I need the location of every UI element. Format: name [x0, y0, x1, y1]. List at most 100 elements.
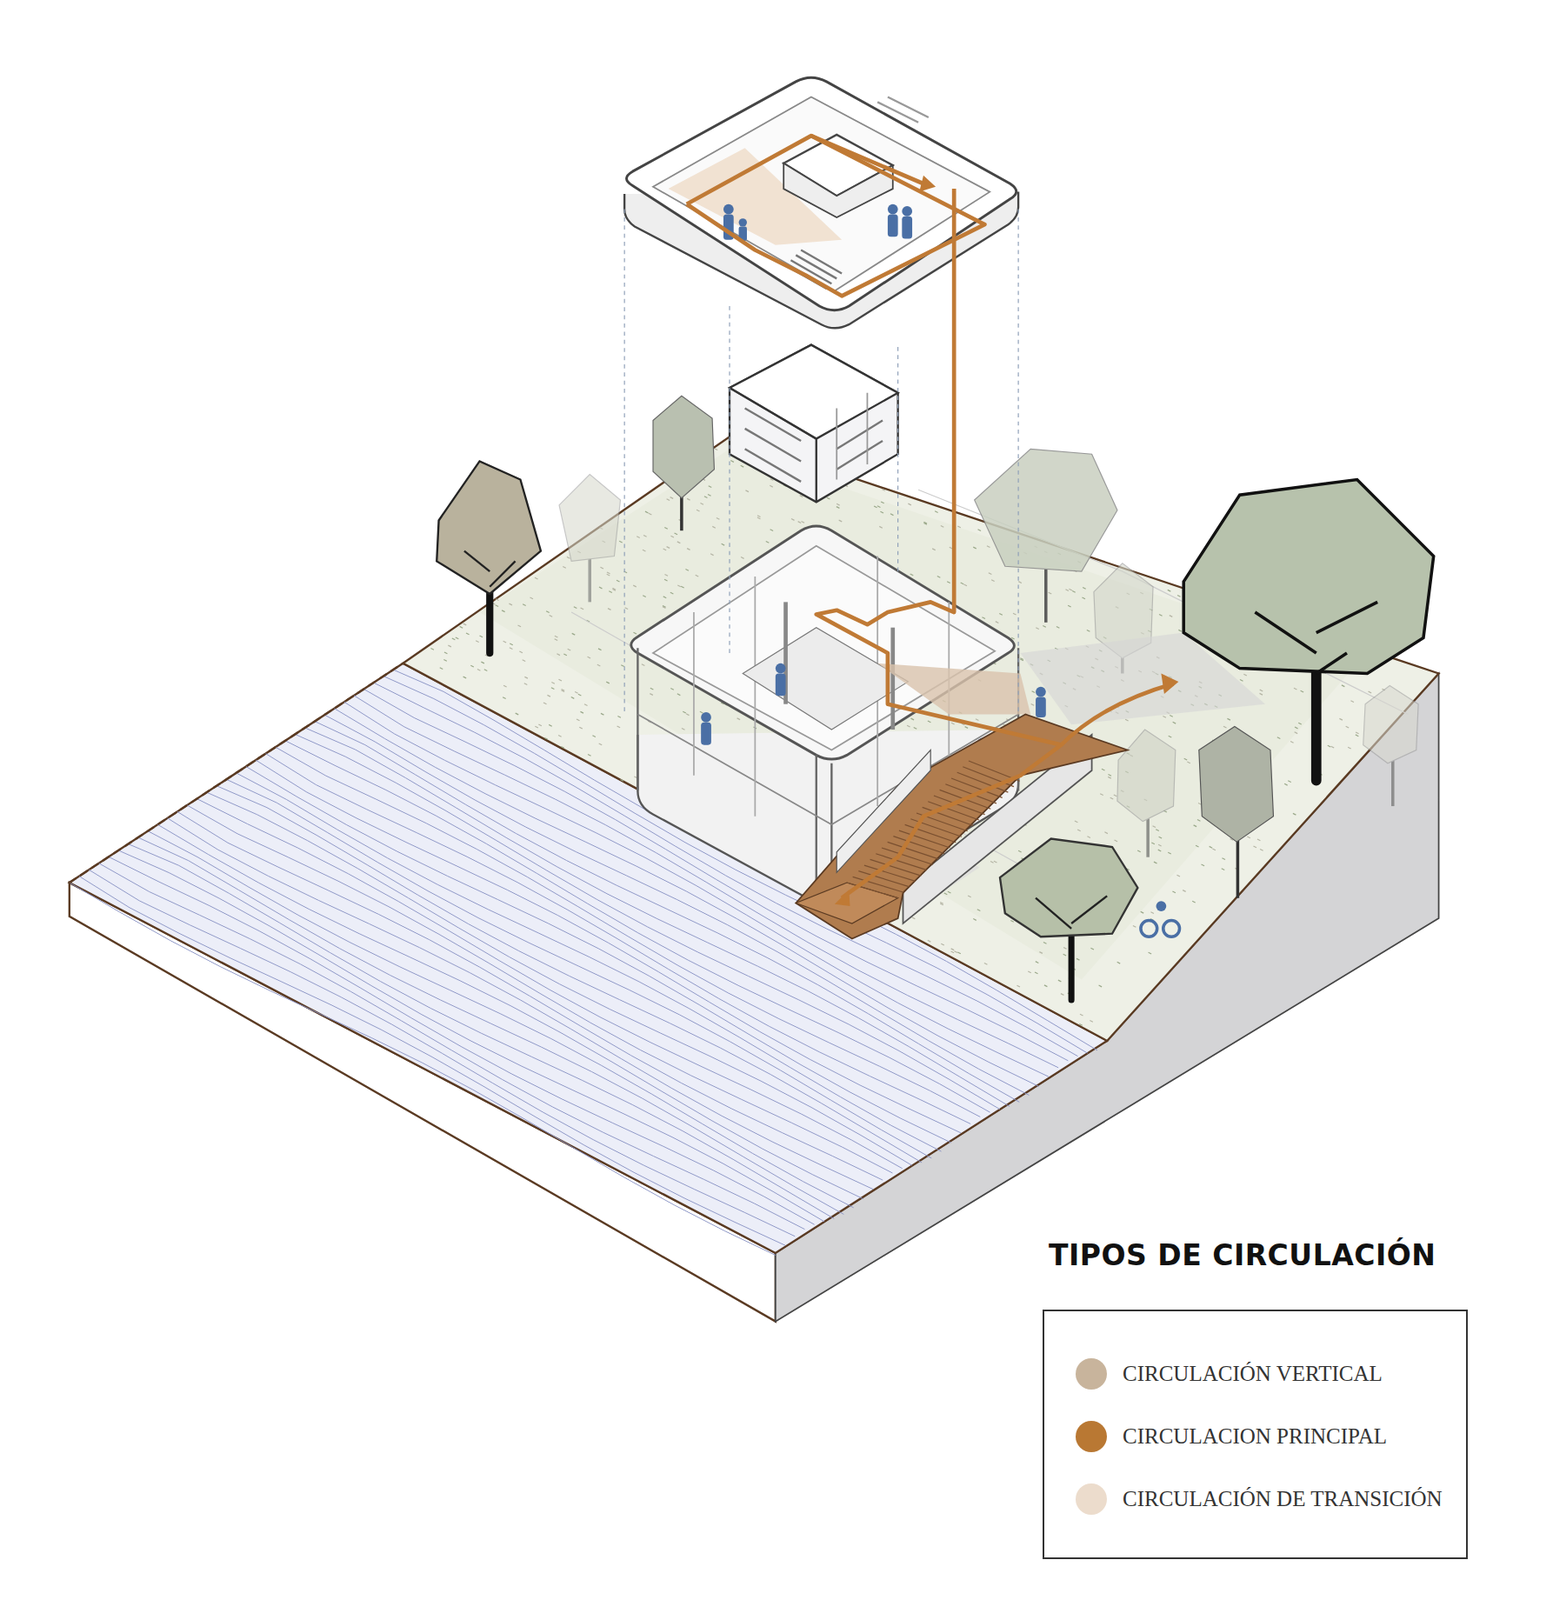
ground-speck — [881, 488, 886, 491]
ground-speck — [475, 640, 480, 643]
ground-speck — [444, 652, 448, 654]
ground-speck — [1158, 849, 1162, 852]
ground-speck — [607, 608, 612, 611]
ground-speck — [1148, 952, 1153, 954]
ground-speck — [674, 533, 679, 535]
ground-speck — [879, 511, 884, 514]
ground-speck — [664, 579, 668, 581]
ground-speck — [967, 895, 972, 898]
ground-speck — [466, 633, 470, 635]
ground-speck — [633, 632, 637, 634]
ground-speck — [1290, 741, 1294, 744]
ground-speck — [798, 521, 802, 524]
ground-speck — [1195, 845, 1200, 847]
ground-speck — [463, 676, 467, 679]
ground-speck — [503, 640, 507, 643]
ground-speck — [649, 693, 654, 696]
ground-speck — [696, 509, 700, 512]
ground-speck — [613, 587, 617, 590]
ground-speck — [1284, 783, 1288, 786]
ground-speck — [1293, 813, 1297, 815]
ground-speck — [606, 681, 610, 684]
ground-speck — [986, 546, 991, 548]
ground-speck — [677, 585, 681, 587]
ground-speck — [1186, 761, 1191, 764]
tree — [1199, 726, 1274, 899]
ground-speck — [599, 566, 604, 569]
ground-speck — [1162, 715, 1167, 718]
ground-speck — [579, 711, 584, 714]
ground-speck — [1346, 726, 1350, 728]
tree — [1183, 479, 1434, 781]
legend-text: CIRCULACION PRINCIPAL — [1122, 1424, 1387, 1449]
ground-speck — [975, 719, 980, 721]
ground-speck — [1293, 687, 1298, 690]
ground-speck — [960, 582, 965, 585]
ground-speck — [937, 575, 941, 578]
ground-speck — [1099, 793, 1104, 796]
ground-speck — [1159, 836, 1163, 839]
ground-speck — [600, 713, 605, 715]
ground-speck — [587, 754, 592, 757]
ground-speck — [1031, 704, 1035, 707]
tree — [999, 839, 1138, 1000]
ground-speck — [1259, 689, 1264, 692]
ground-speck — [579, 726, 583, 729]
ground-speck — [617, 715, 621, 718]
ground-speck — [699, 502, 704, 505]
ground-speck — [677, 693, 681, 696]
stair-tread — [887, 841, 940, 859]
ground-speck — [1086, 836, 1091, 839]
legend-row: CIRCULACIÓN DE TRANSICIÓN — [1073, 1481, 1443, 1517]
ground-speck — [1223, 726, 1227, 728]
ground-speck — [1110, 797, 1114, 800]
ground-speck — [695, 574, 700, 577]
ground-speck — [947, 891, 952, 894]
ground-speck — [1151, 842, 1155, 845]
ground-speck — [991, 579, 995, 582]
ground-speck — [978, 529, 982, 532]
ground-speck — [1277, 737, 1281, 740]
ground-speck — [685, 568, 689, 571]
ground-speck — [1226, 718, 1231, 720]
ground-speck — [1347, 746, 1352, 749]
ground-speck — [1158, 844, 1162, 847]
ground-speck — [1018, 581, 1022, 584]
ground-speck — [447, 645, 452, 647]
legend-row: CIRCULACIÓN VERTICAL — [1073, 1356, 1383, 1392]
ground-speck — [973, 919, 977, 921]
ground-speck — [1089, 1019, 1094, 1022]
ground-speck — [721, 543, 726, 546]
ground-speck — [879, 526, 883, 528]
ground-speck — [580, 607, 585, 610]
ground-speck — [548, 724, 553, 727]
ground-speck — [1113, 794, 1118, 797]
ground-speck — [636, 536, 640, 539]
ground-speck — [1042, 626, 1047, 628]
ground-speck — [940, 943, 945, 946]
ground-speck — [1212, 848, 1216, 851]
wave-line — [69, 882, 776, 1255]
ground-speck — [470, 665, 474, 667]
ground-speck — [1032, 691, 1036, 694]
ground-speck — [666, 499, 671, 501]
stair-tread — [933, 795, 986, 815]
ground-speck — [546, 694, 551, 697]
ground-speck — [503, 685, 507, 687]
legend-text: CIRCULACIÓN VERTICAL — [1122, 1361, 1383, 1387]
ground-speck — [1221, 868, 1226, 871]
ground-speck — [597, 664, 601, 667]
ground-speck — [554, 635, 559, 638]
ground-speck — [951, 722, 955, 725]
ground-speck — [1355, 732, 1360, 734]
ground-speck — [479, 635, 484, 638]
ground-speck — [1063, 947, 1067, 950]
ground-speck — [993, 860, 998, 863]
ground-speck — [757, 517, 761, 520]
ground-speck — [477, 668, 481, 671]
ground-speck — [443, 659, 447, 662]
roof-terrace — [624, 77, 1019, 328]
ground-speck — [1159, 614, 1163, 617]
ground-speck — [890, 513, 894, 516]
ground-speck — [963, 584, 967, 587]
